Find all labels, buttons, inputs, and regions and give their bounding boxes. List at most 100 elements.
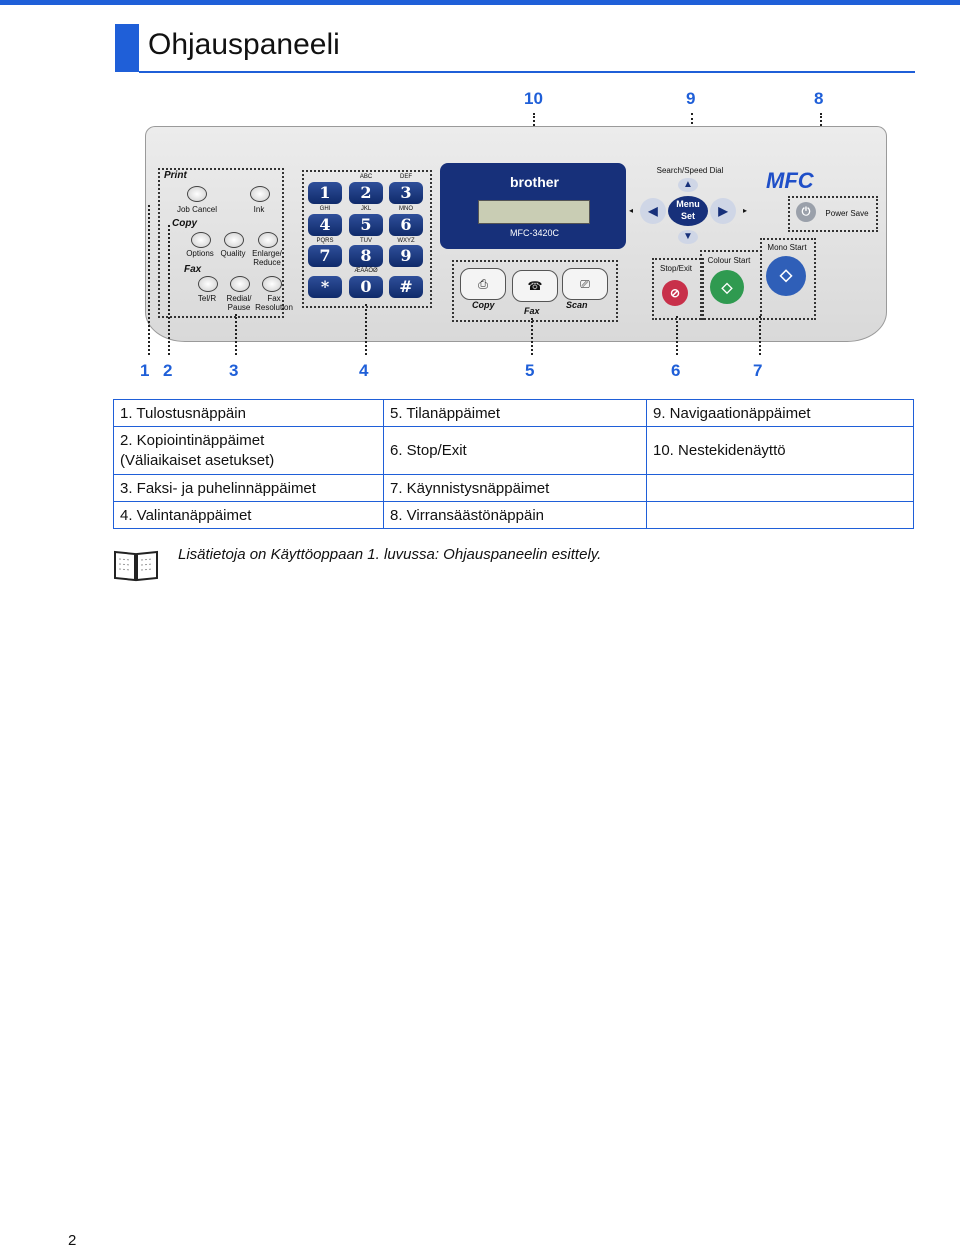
key-9-letters: WXYZ [397,238,415,244]
mono-start-box [760,238,816,320]
scan-mode-button[interactable]: ⎚ [562,268,608,300]
key-1[interactable]: 1 [308,182,342,204]
options-button[interactable] [191,232,211,248]
quality-button[interactable] [224,232,244,248]
key-8-letters: TUV [360,238,372,244]
table-row: 1. Tulostusnäppäin 5. Tilanäppäimet 9. N… [113,399,914,427]
key-0[interactable]: 0 [349,276,383,298]
quality-label: Quality [220,249,246,258]
menu-set-button[interactable]: Menu Set [668,196,708,226]
enlarge-reduce-label: Enlarge/ Reduce [252,249,282,267]
leader-1 [148,205,150,355]
key-6-letters: MNO [399,206,413,212]
print-copy-fax-box [158,168,284,318]
callout-8: 8 [814,89,824,108]
key-6[interactable]: 6 [389,214,423,236]
key-3[interactable]: 3 [389,182,423,204]
leader-2 [168,225,170,355]
tel-r-button[interactable] [198,276,218,292]
search-speed-dial-label: Search/Speed Dial [656,166,724,175]
callout-6: 6 [671,361,681,380]
reference-note: Lisätietoja on Käyttöoppaan 1. luvussa: … [178,546,602,563]
legend-cell: 2. Kopiointinäppäimet (Väliaikaiset aset… [113,426,384,475]
key-hash[interactable]: # [389,276,423,298]
down-arrow-icon[interactable]: ▼ [678,230,698,244]
mfc-logo: MFC [766,168,814,193]
redial-pause-label: Redial/ Pause [226,294,252,312]
legend-cell: 8. Virransäästönäppäin [383,501,647,529]
fax-resolution-button[interactable] [262,276,282,292]
menu-label: Menu [676,199,700,209]
legend-cell [646,501,914,529]
stop-exit-box [652,258,704,320]
book-icon [114,550,158,582]
copy-mode-label: Copy [472,300,495,310]
fax-mode-label: Fax [524,306,540,316]
fax-mode-button[interactable]: ☎ [512,270,558,302]
up-arrow-icon[interactable]: ▲ [678,178,698,192]
key-3-letters: DEF [400,174,412,180]
key-2[interactable]: 2 [349,182,383,204]
fax-section-label: Fax [184,264,202,275]
legend-cell: 6. Stop/Exit [383,426,647,475]
redial-pause-button[interactable] [230,276,250,292]
key-7[interactable]: 7 [308,245,342,267]
tel-r-label: Tel/R [197,294,217,303]
scan-mode-label: Scan [566,300,588,310]
copy-mode-button[interactable]: ⎙ [460,268,506,300]
key-0-letters: ÆÄÅÖØ [354,268,378,274]
copy-section-label: Copy [172,218,197,229]
key-star[interactable]: * [308,276,342,298]
callout-10: 10 [524,89,543,108]
top-accent-bar [0,0,960,5]
table-row: 3. Faksi- ja puhelinnäppäimet 7. Käynnis… [113,474,914,502]
stop-exit-label: Stop/Exit [659,264,692,273]
brand-logo: brother [510,174,559,190]
legend-cell [646,474,914,502]
left-arrow-icon[interactable]: ◀ [640,198,666,224]
key-5-letters: JKL [360,206,372,212]
power-save-label: Power Save [825,209,869,218]
print-section-label: Print [164,170,187,181]
right-arrow-icon[interactable]: ▶ [710,198,736,224]
legend-cell: 1. Tulostusnäppäin [113,399,384,427]
enlarge-reduce-button[interactable] [258,232,278,248]
colour-start-button[interactable]: ◇ [710,270,744,304]
callout-4: 4 [359,361,369,380]
options-label: Options [186,249,214,258]
key-8[interactable]: 8 [349,245,383,267]
leader-7 [759,316,761,355]
title-marker [115,24,139,72]
callout-1: 1 [140,361,150,380]
key-5[interactable]: 5 [349,214,383,236]
key-4[interactable]: 4 [308,214,342,236]
keypad-box [302,170,432,308]
legend-cell: 7. Käynnistysnäppäimet [383,474,647,502]
ink-button[interactable] [250,186,270,202]
set-label: Set [680,211,695,221]
key-9[interactable]: 9 [389,245,423,267]
volume-down-icon[interactable]: ◂ [628,206,633,215]
page-title: Ohjauspaneeli [148,28,340,61]
callout-9: 9 [686,89,696,108]
job-cancel-button[interactable] [187,186,207,202]
legend-cell: 9. Navigaationäppäimet [646,399,914,427]
callout-5: 5 [525,361,535,380]
power-save-box [788,196,878,232]
callout-2: 2 [163,361,173,380]
mono-start-label: Mono Start [767,243,807,252]
legend-cell: 4. Valintanäppäimet [113,501,384,529]
key-7-letters: PQRS [316,238,334,244]
leader-6 [676,316,678,355]
job-cancel-label: Job Cancel [176,205,218,214]
ink-label: Ink [253,205,265,214]
legend-table: 1. Tulostusnäppäin 5. Tilanäppäimet 9. N… [113,399,914,529]
power-icon[interactable]: ⏻ [796,202,816,222]
colour-start-label: Colour Start [707,256,751,265]
volume-up-icon[interactable]: ▸ [742,206,747,215]
legend-cell: 10. Nestekidenäyttö [646,426,914,475]
title-rule [139,71,915,73]
fax-resolution-label: Fax Resolution [255,294,293,312]
stop-exit-button[interactable]: ⊘ [662,280,688,306]
mono-start-button[interactable]: ◇ [766,256,806,296]
